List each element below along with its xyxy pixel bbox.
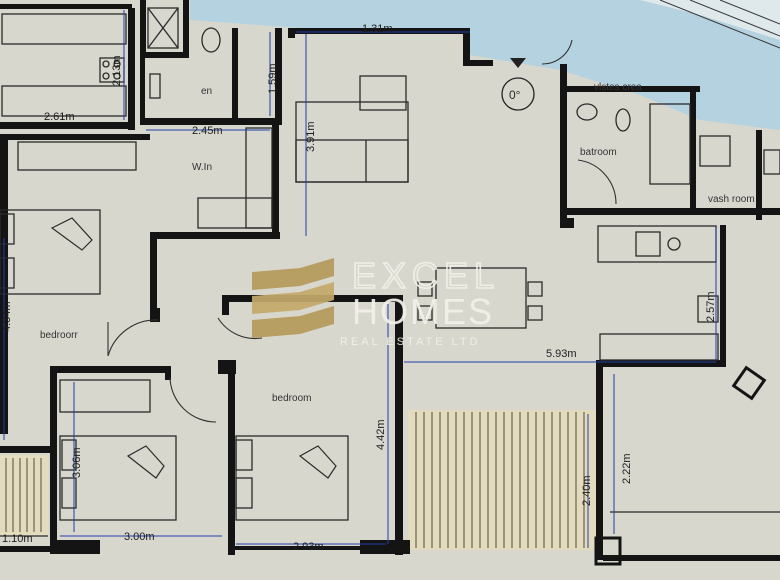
balcony-hatched	[408, 410, 596, 550]
terrace-hatch	[659, 0, 780, 49]
sea-area	[190, 0, 780, 130]
room-label-bedroom-center: bedroom	[272, 393, 311, 404]
dim-1-59: 1.59m	[267, 63, 279, 94]
fixtures	[0, 7, 780, 537]
dim-3-91: 3.91m	[305, 121, 317, 152]
logo-line-real-estate: REAL ESTATE LTD	[340, 336, 481, 348]
dim-4-42: 4.42m	[375, 419, 387, 450]
column	[731, 365, 767, 401]
logo-mark-icon	[252, 258, 334, 338]
dim-2-22: 2.22m	[621, 453, 633, 484]
excel-homes-logo: EXCEL HOMES REAL ESTATE LTD	[252, 254, 500, 348]
north-label: 0°	[509, 88, 521, 102]
dim-3-06: 3.06m	[71, 447, 83, 478]
north-arrow-icon	[510, 58, 526, 68]
door-swings	[107, 39, 617, 423]
dim-2-93: 2.93m	[293, 541, 324, 553]
logo-line-homes: HOMES	[352, 291, 494, 332]
sea-label: vlstes crea	[594, 82, 642, 93]
dimension-lines	[3, 10, 717, 548]
room-label-bedroom-left: bedroorr	[40, 330, 78, 341]
dim-2-40: 2.40m	[581, 475, 593, 506]
room-label-w-in: W.In	[192, 162, 212, 173]
room-label-wash-room: vash room	[708, 194, 755, 205]
dim-1-31: 1.31m	[362, 23, 393, 35]
north-compass-icon	[501, 77, 535, 111]
room-label-en: en	[201, 86, 212, 97]
dim-3-00: 3.00m	[124, 531, 155, 543]
room-label-bathroom: batroom	[580, 147, 617, 158]
balcony-left-hatched	[0, 455, 48, 535]
dim-5-93: 5.93m	[546, 348, 577, 360]
dim-2-45: 2.45m	[192, 125, 223, 137]
dim-4-34: 4.34m	[1, 301, 13, 332]
logo-line-excel: EXCEL	[352, 255, 500, 296]
dim-2-57: 2.57m	[705, 291, 717, 322]
dim-2-61: 2.61m	[44, 111, 75, 123]
dim-1-10: 1.10m	[2, 533, 33, 545]
dim-2-13: 2.13m	[111, 55, 123, 86]
bed-figures	[50, 217, 337, 479]
